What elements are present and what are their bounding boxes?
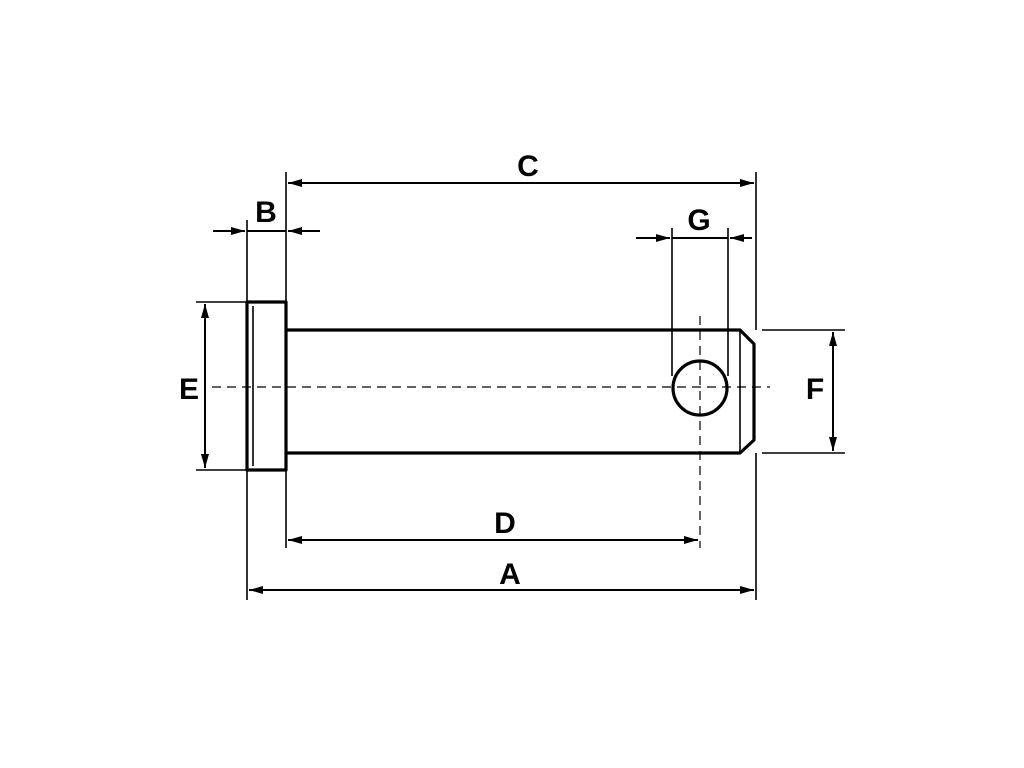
pin-shank [284,328,756,455]
dimension-g: G [636,204,752,242]
label-f: F [806,373,824,406]
dimension-b: B [213,196,320,235]
pin-head [245,300,288,472]
dimension-d: D [288,507,698,544]
extension-lines [196,172,845,600]
dimension-e: E [179,304,209,468]
dimension-f: F [806,332,837,451]
label-b: B [255,196,277,229]
label-c: C [517,150,539,183]
dimension-a: A [249,558,754,594]
label-a: A [499,558,521,591]
label-g: G [687,204,710,237]
pin-head-outline [245,300,288,472]
pin-shank-outline [284,328,756,455]
label-e: E [179,373,199,406]
label-d: D [494,507,516,540]
dimension-c: C [288,150,754,187]
